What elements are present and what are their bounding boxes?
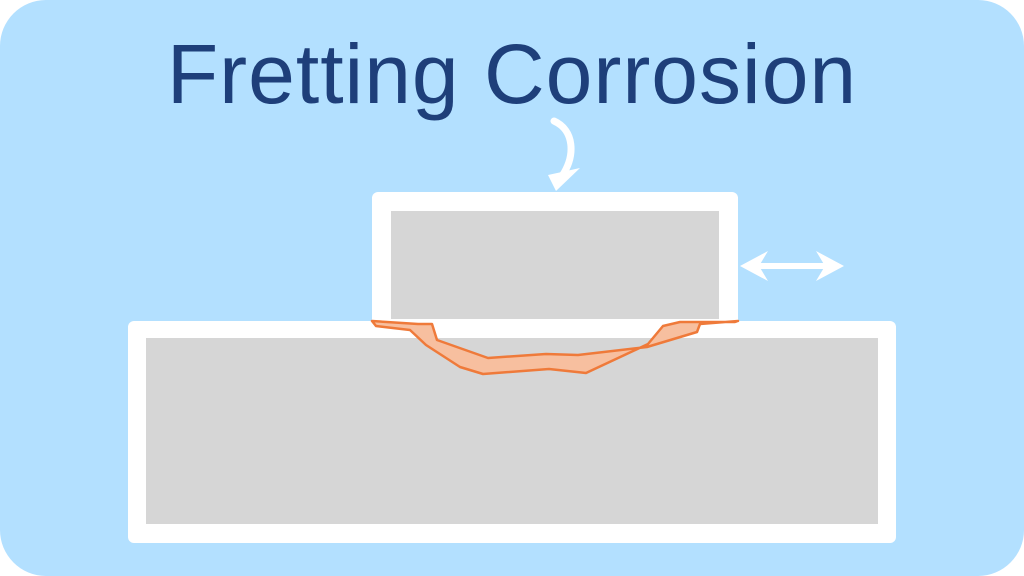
curved-down-arrow-icon bbox=[548, 117, 580, 191]
upper-block bbox=[391, 211, 719, 319]
page-title: Fretting Corrosion bbox=[166, 27, 858, 121]
double-horizontal-arrow-icon bbox=[740, 251, 844, 281]
corrosion-pit bbox=[370, 319, 740, 376]
